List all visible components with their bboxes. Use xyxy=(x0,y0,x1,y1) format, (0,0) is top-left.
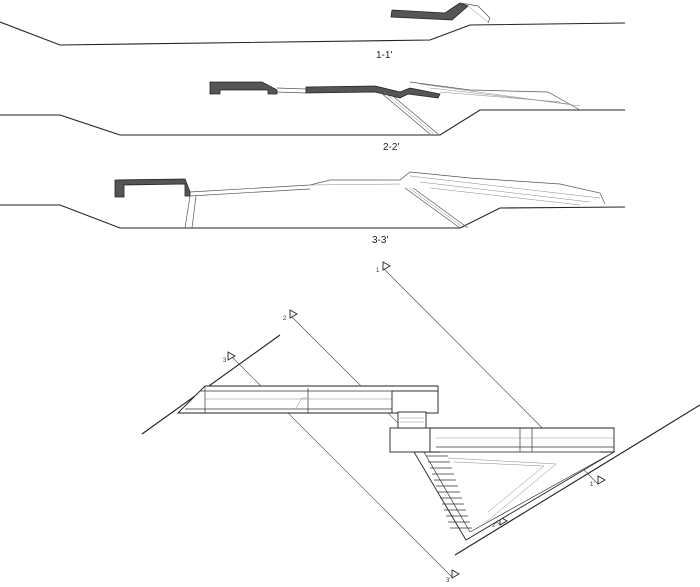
section-3-label: 3-3' xyxy=(372,235,388,246)
section-2-roof-profile xyxy=(409,81,581,111)
section-2-ground-line xyxy=(0,109,625,136)
section-2-2: 2-2' xyxy=(0,81,625,153)
section-1-label: 1-1' xyxy=(376,50,392,61)
cut-marker-1-prime: 1' xyxy=(590,482,594,488)
section-3-left-box-cut xyxy=(114,178,191,198)
plan-site-edge-right xyxy=(454,404,700,556)
plan-upper-volume xyxy=(176,385,439,414)
section-1-ground-line xyxy=(0,21,626,46)
plan-lower-volume xyxy=(389,411,615,453)
section-1-1: 1-1' xyxy=(0,2,626,61)
plan-stair-terrace xyxy=(413,451,616,541)
section-3-3: 3-3' xyxy=(0,171,626,246)
section-2-bridge-cut xyxy=(305,85,441,99)
section-3-ground-line xyxy=(0,204,626,229)
section-2-label: 2-2' xyxy=(383,142,399,153)
cut-marker-2-prime: 2' xyxy=(492,523,496,529)
cut-marker-3-prime: 3' xyxy=(446,578,450,584)
cut-marker-2: 2 xyxy=(283,316,287,322)
section-2-left-box-cut xyxy=(209,81,278,95)
plan-site-edge-left xyxy=(141,334,281,435)
section-1-cantilever-cut xyxy=(390,2,469,21)
site-plan: 1 1' 2 2' 3 3' xyxy=(141,261,700,584)
cut-marker-1: 1 xyxy=(376,268,380,274)
cut-marker-3: 3 xyxy=(223,358,227,364)
section-1-roof-profile xyxy=(459,2,491,24)
